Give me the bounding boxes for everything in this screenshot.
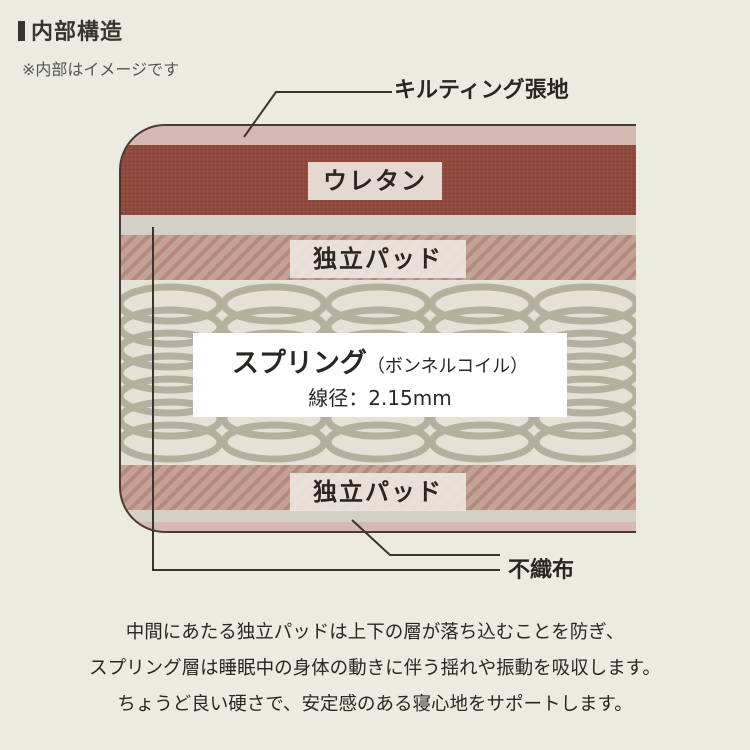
spring-label-box: スプリング（ボンネルコイル） 線径：2.15mm	[193, 333, 567, 417]
quilting-leader	[243, 91, 392, 138]
spring-coil	[120, 398, 224, 440]
spring-coil	[120, 306, 224, 348]
spring-name: スプリング（ボンネルコイル）	[193, 341, 567, 380]
spring-coil	[532, 306, 636, 348]
spring-coil	[428, 283, 536, 325]
description-line-1: 中間にあたる独立パッドは上下の層が落ち込むことを防ぎ、	[125, 622, 625, 643]
description-line-2: スプリング層は睡眠中の身体の動きに伴う揺れや振動を吸収します。	[89, 658, 661, 679]
spring-coil	[532, 421, 636, 463]
page-title: 内部構造	[18, 14, 123, 46]
spring-coil	[120, 283, 224, 325]
quilting-callout: キルティング張地	[394, 78, 569, 103]
quilting-bottom-layer	[120, 522, 636, 532]
spring-coil	[324, 421, 432, 463]
spring-coil	[220, 283, 328, 325]
pad-top-label: 独立パッド	[290, 240, 466, 278]
spring-coil	[120, 421, 224, 463]
page-title-text: 内部構造	[31, 20, 124, 45]
spring-coil	[324, 283, 432, 325]
spring-name-text: スプリング	[231, 348, 367, 379]
description-line-3: ちょうど良い硬さで、安定感のある寝心地をサポートします。	[117, 694, 633, 715]
spring-type: （ボンネルコイル）	[366, 356, 529, 377]
quilting-layer	[120, 125, 636, 145]
nonwoven-callout: 不織布	[508, 558, 575, 583]
spring-diameter: 線径：2.15mm	[308, 386, 452, 410]
nonwoven-leader	[152, 227, 500, 571]
spring-coil	[220, 421, 328, 463]
spring-coil	[428, 421, 536, 463]
pad-bottom-label: 独立パッド	[290, 473, 466, 511]
spring-coil	[532, 398, 636, 440]
urethane-label: ウレタン	[308, 162, 442, 200]
title-bar-icon	[18, 21, 25, 41]
spring-coil	[532, 283, 636, 325]
nonwoven-leader-2	[351, 519, 500, 556]
image-note: ※内部はイメージです	[22, 60, 180, 79]
